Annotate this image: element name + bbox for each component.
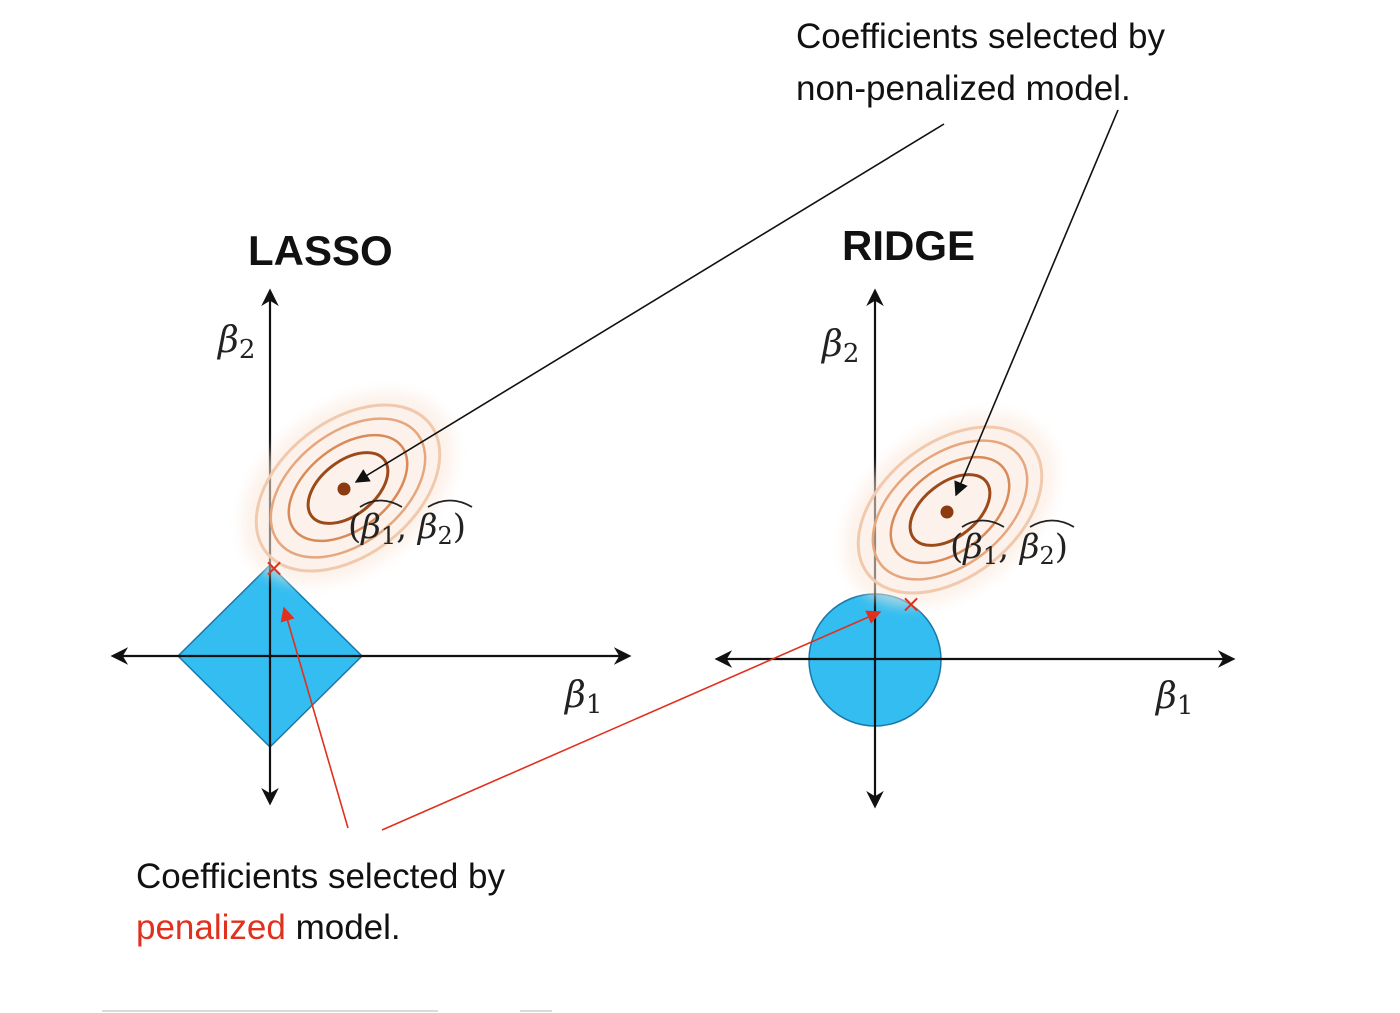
ridge-selected-marker: × bbox=[901, 590, 921, 618]
penalized-word: penalized bbox=[136, 908, 286, 947]
bottom-callout: Coefficients selected by penalized model… bbox=[136, 606, 882, 947]
lasso-estimate-label: (β1, β2) bbox=[348, 499, 473, 550]
ridge-ols-estimate-point bbox=[940, 505, 954, 519]
ridge-beta2-label: β2 bbox=[820, 324, 859, 369]
lasso-beta1-label: β1 bbox=[563, 675, 602, 720]
svg-text:(β1, β2): (β1, β2) bbox=[950, 527, 1068, 570]
lasso-hat-2-icon bbox=[427, 499, 473, 508]
bottom-callout-arrow-ridge bbox=[381, 610, 882, 831]
ridge-hat-1-icon bbox=[961, 519, 1005, 528]
top-callout-line1: Coefficients selected by bbox=[796, 17, 1166, 56]
ridge-beta1-label: β1 bbox=[1154, 676, 1193, 721]
top-callout-line2: non-penalized model. bbox=[796, 69, 1131, 108]
lasso-title: LASSO bbox=[248, 227, 393, 274]
top-callout-arrow-ridge bbox=[954, 109, 1119, 497]
svg-text:(β1, β2): (β1, β2) bbox=[348, 507, 466, 550]
ridge-hat-2-icon bbox=[1029, 519, 1075, 528]
lasso-hat-1-icon bbox=[359, 499, 403, 508]
ridge-estimate-label: (β1, β2) bbox=[950, 519, 1075, 570]
top-callout: Coefficients selected by non-penalized m… bbox=[354, 17, 1166, 497]
lasso-panel: LASSO × β2 β1 (β1, β2) bbox=[110, 227, 632, 806]
ridge-title: RIDGE bbox=[842, 222, 975, 269]
lasso-ols-estimate-point bbox=[337, 482, 351, 496]
bottom-callout-line1: Coefficients selected by bbox=[136, 857, 506, 896]
lasso-selected-marker: × bbox=[264, 554, 284, 582]
bottom-callout-arrow-lasso bbox=[280, 606, 349, 829]
ridge-panel: RIDGE × β2 β1 (β1, β2) bbox=[714, 222, 1236, 809]
top-callout-arrow-lasso bbox=[354, 123, 945, 483]
lasso-beta2-label: β2 bbox=[216, 320, 255, 365]
bottom-callout-line2: penalized model. bbox=[136, 908, 401, 947]
